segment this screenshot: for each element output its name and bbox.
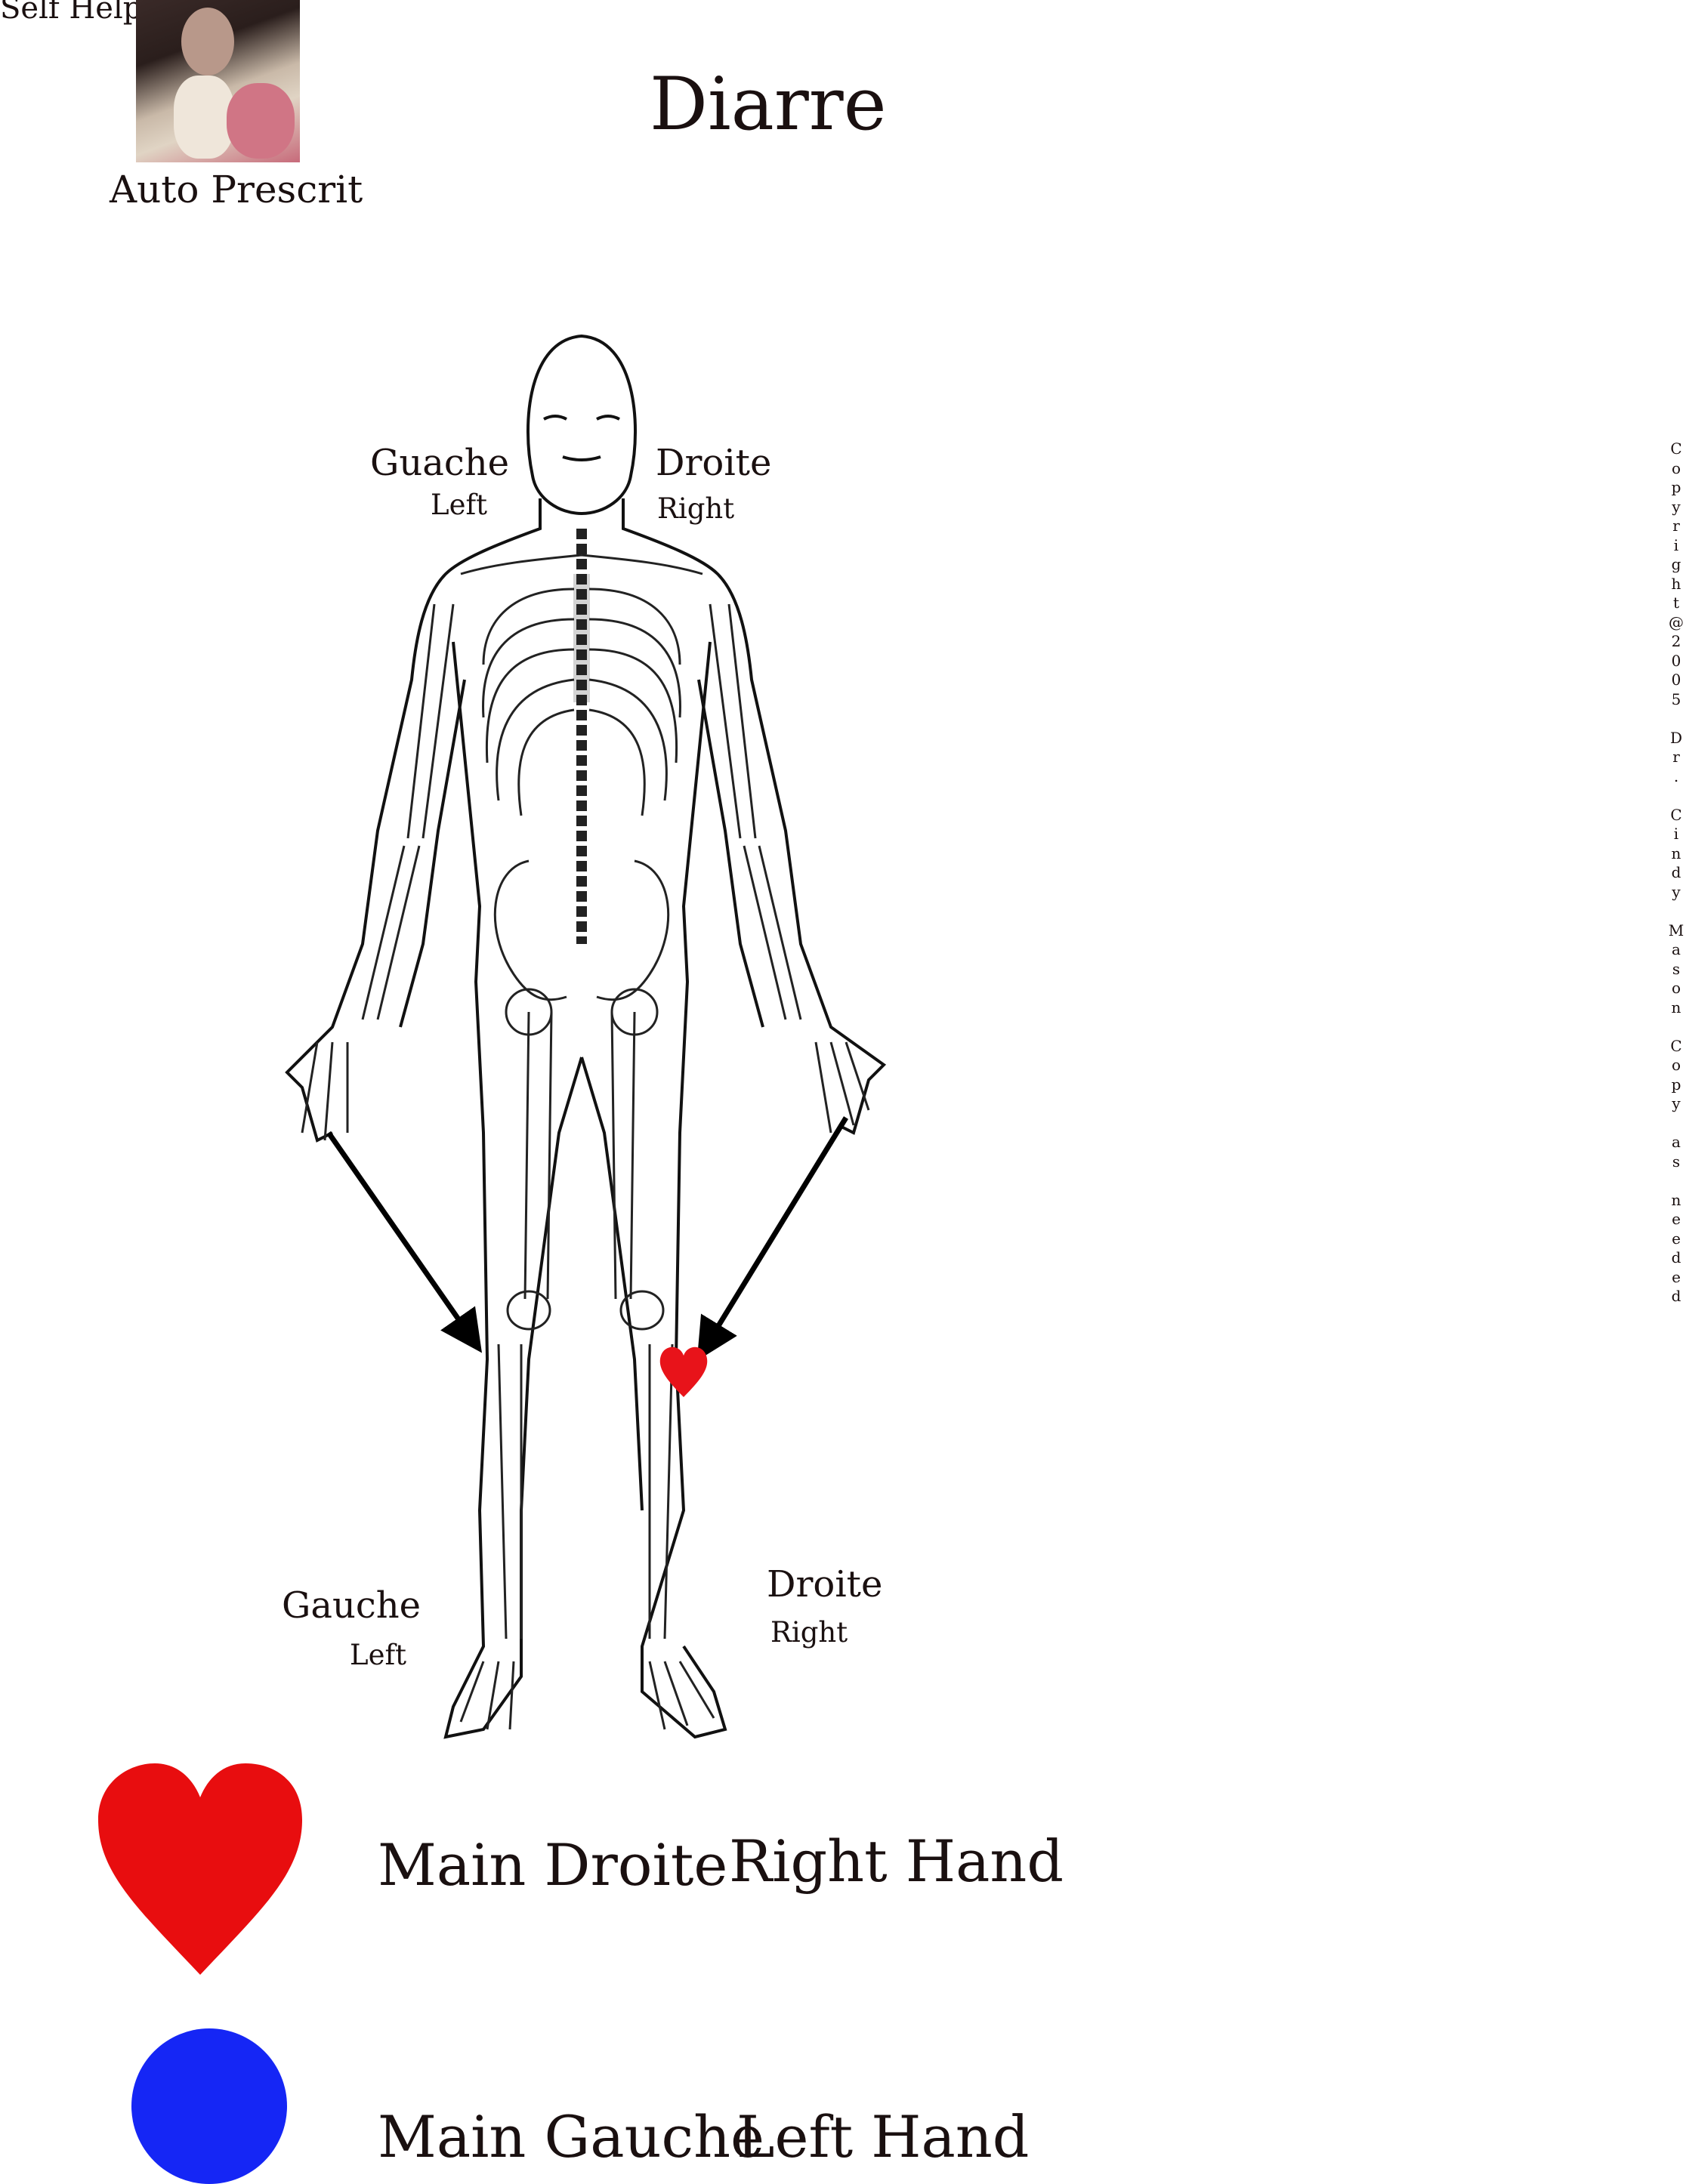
copyright-char: n (1671, 844, 1681, 862)
copyright-char: y (1672, 497, 1681, 516)
lower-left-label-en: Left (350, 1639, 407, 1671)
photo-face (181, 8, 234, 76)
lower-right-label-en: Right (770, 1616, 848, 1649)
copyright-char: a (1672, 1133, 1681, 1151)
legend-right-en: Right Hand (729, 1828, 1064, 1895)
copyright-char: s (1672, 1152, 1681, 1171)
copyright-char: C (1670, 1036, 1682, 1055)
copyright-char: n (1671, 1190, 1681, 1209)
legend-left-fr: Main Gauche (378, 2103, 764, 2170)
legend-left-en: Left Hand (736, 2103, 1030, 2170)
copyright-char: e (1672, 1267, 1681, 1286)
lower-right-label-fr: Droite (767, 1563, 883, 1606)
copyright-char: d (1671, 863, 1681, 881)
copyright-char: r (1672, 748, 1680, 766)
copyright-char: n (1671, 998, 1681, 1016)
left-arrow (326, 1131, 483, 1353)
right-arrow (696, 1116, 848, 1361)
copyright-char: e (1672, 1210, 1681, 1228)
copyright-char: y (1672, 882, 1681, 901)
copyright-char: i (1673, 535, 1679, 554)
legend-circle-icon (131, 2028, 287, 2184)
copyright-char: p (1671, 1075, 1681, 1094)
knee-heart-icon (659, 1346, 708, 1397)
copyright-char: r (1672, 517, 1680, 535)
copyright-char: @ (1669, 612, 1684, 631)
upper-left-label-en: Left (431, 489, 488, 521)
copyright-char: s (1672, 959, 1681, 978)
copyright-char: i (1673, 825, 1679, 843)
copyright-char: y (1672, 1094, 1681, 1112)
copyright-char: d (1671, 1248, 1681, 1266)
photo-toy-pink (227, 83, 295, 159)
upper-right-label-fr: Droite (656, 442, 772, 484)
copyright-char: o (1671, 1056, 1681, 1074)
copyright-char: a (1672, 940, 1681, 958)
copyright-char: g (1671, 555, 1681, 573)
lower-left-label-fr: Gauche (282, 1584, 422, 1627)
skeleton-bones (301, 529, 870, 1730)
copyright-char (1666, 1017, 1686, 1037)
copyright-char: p (1671, 478, 1681, 496)
copyright-char: o (1671, 458, 1681, 477)
copyright-char: 0 (1671, 651, 1681, 670)
copyright-char (1666, 1114, 1686, 1134)
legend-heart-icon (98, 1763, 302, 1975)
copyright-char (1666, 786, 1686, 806)
copyright-char (1666, 902, 1686, 921)
page-title: Diarre (650, 62, 887, 147)
legend-right-fr: Main Droite (378, 1831, 728, 1899)
body-outline (285, 334, 887, 1739)
copyright-char: o (1671, 979, 1681, 997)
copyright-char: 0 (1671, 671, 1681, 689)
copyright-char: t (1672, 594, 1680, 612)
copyright-char: 2 (1671, 632, 1681, 650)
copyright-char: M (1668, 921, 1684, 939)
self-help-link[interactable]: Self Help (0, 0, 143, 26)
photo-caption: Auto Prescrit (110, 168, 363, 211)
copyright-char: 5 (1671, 689, 1681, 708)
copyright-char: e (1672, 1229, 1681, 1248)
photo-toy-white (174, 76, 234, 159)
copyright-char: . (1673, 767, 1679, 785)
copyright-char: C (1670, 440, 1682, 458)
copyright-char: d (1671, 1287, 1681, 1305)
upper-left-label-fr: Guache (370, 442, 510, 484)
copyright-char: D (1669, 728, 1683, 747)
copyright-char (1666, 1171, 1686, 1191)
author-photo[interactable] (136, 0, 300, 162)
upper-right-label-en: Right (657, 492, 735, 525)
copyright-char (1666, 709, 1686, 729)
copyright-char: C (1670, 805, 1682, 824)
copyright-char: h (1671, 574, 1681, 593)
